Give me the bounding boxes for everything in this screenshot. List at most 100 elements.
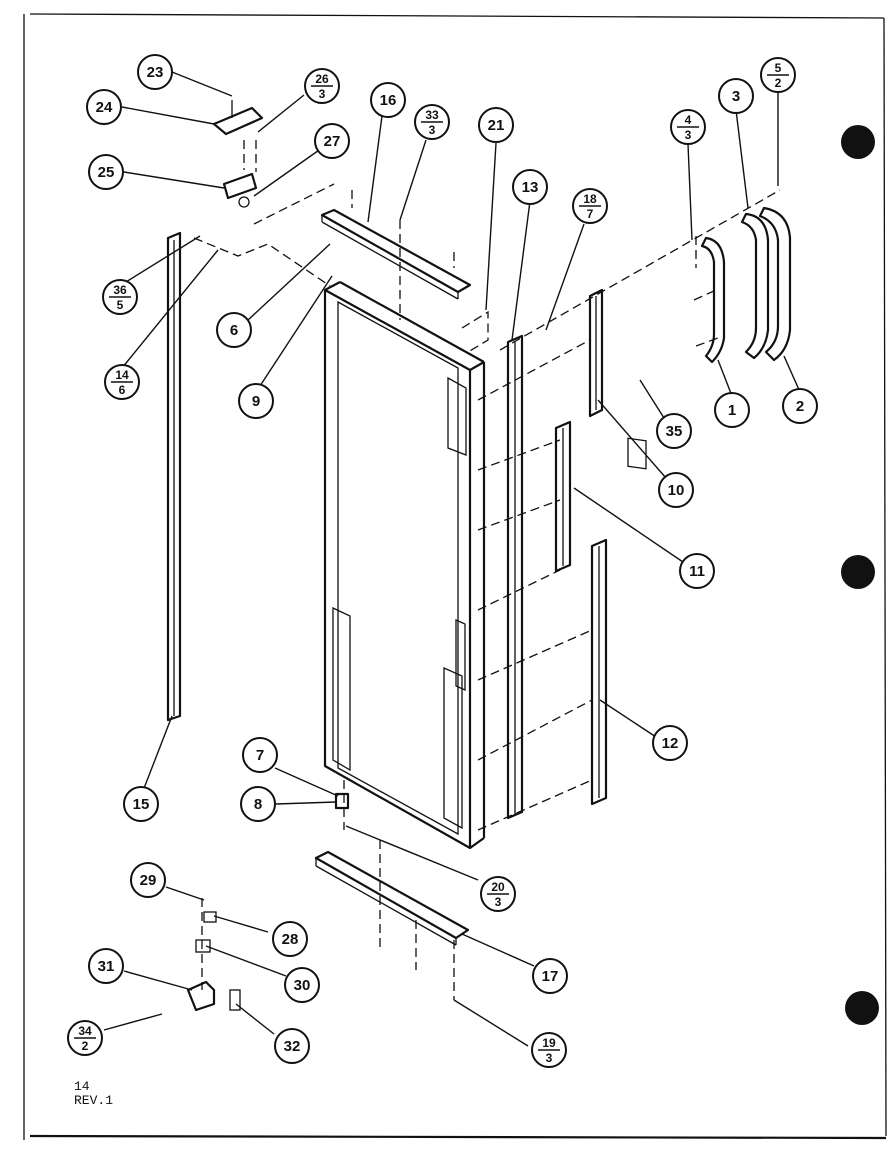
callout-20-3: 203 [480,876,516,912]
callout-part-number: 15 [133,796,150,813]
callout-circle [242,737,278,773]
callout-quantity: 3 [429,123,436,137]
callout-15: 15 [123,786,159,822]
explosion-lines [193,183,781,1000]
callout-30: 30 [284,967,320,1003]
trim-11 [554,420,572,573]
callout-quantity: 3 [546,1051,553,1065]
callout-circle [532,958,568,994]
callout-12: 12 [652,725,688,761]
callout-part-number: 30 [294,977,311,994]
page-number: 14 [74,1079,90,1094]
callout-quantity: 5 [117,298,124,312]
callout-9: 9 [238,383,274,419]
trim-10 [588,288,604,418]
callout-circle [370,82,406,118]
binder-holes [841,125,879,1025]
callout-circle [714,392,750,428]
handle-2 [758,206,792,362]
callout-part-number: 28 [282,931,299,948]
callout-1: 1 [714,392,750,428]
callout-part-number: 17 [542,968,559,985]
callout-10: 10 [658,472,694,508]
callout-circle [679,553,715,589]
callout-28: 28 [272,921,308,957]
bottom-hinge-assembly [186,898,241,1012]
hinge-shim [229,989,241,1011]
callout-18-7: 187 [572,188,608,224]
handle-3 [740,212,770,360]
callout-part-number: 24 [96,99,113,116]
binder-hole-bottom [845,991,879,1025]
trim-12 [590,538,608,806]
callout-quantity: 3 [319,87,326,101]
callout-circle [782,388,818,424]
callout-part-number: 3 [732,88,740,105]
callout-part-number: 21 [488,117,505,134]
callout-8: 8 [240,786,276,822]
callout-circle [86,89,122,125]
callout-32: 32 [274,1028,310,1064]
callout-7: 7 [242,737,278,773]
revision-label: REV.1 [74,1093,113,1108]
callout-circle [314,123,350,159]
callout-34-2: 342 [67,1020,103,1056]
callout-circle [478,107,514,143]
callout-part-number: 23 [147,64,164,81]
callout-13: 13 [512,169,548,205]
callout-2: 2 [782,388,818,424]
hinge-strip [506,334,524,820]
trim-pieces [554,288,608,806]
callout-16: 16 [370,82,406,118]
callout-circle [718,78,754,114]
callout-part-number: 9 [252,393,260,410]
callout-part-number: 29 [140,872,157,889]
callout-part-number: 7 [256,747,264,764]
hinge-cover [212,106,264,136]
footer: 14 REV.1 [74,1079,113,1108]
callout-part-number: 12 [662,735,679,752]
callout-part-number: 13 [522,179,539,196]
callout-quantity: 6 [119,383,126,397]
callout-part-number: 14 [115,368,129,382]
callout-part-number: 1 [728,402,736,419]
callout-part-number: 20 [491,880,505,894]
callout-circle [652,725,688,761]
callout-part-number: 18 [583,192,597,206]
page-border [23,13,887,1140]
callout-circle [284,967,320,1003]
handle-1 [700,236,726,364]
callout-circle [658,472,694,508]
callout-circle [88,948,124,984]
callout-23: 23 [137,54,173,90]
top-channel [320,208,472,300]
gasket-strip [166,231,182,722]
callout-quantity: 2 [775,76,782,90]
callout-29: 29 [130,862,166,898]
callout-part-number: 4 [685,113,692,127]
callout-26-3: 263 [304,68,340,104]
callout-31: 31 [88,948,124,984]
bottom-hinge [186,980,216,1012]
callout-part-number: 8 [254,796,262,813]
callout-circle [240,786,276,822]
callout-35: 35 [656,413,692,449]
callout-part-number: 11 [689,563,705,580]
callout-17: 17 [532,958,568,994]
callout-14-6: 146 [104,364,140,400]
callout-part-number: 2 [796,398,804,415]
callout-36-5: 365 [102,279,138,315]
callout-24: 24 [86,89,122,125]
callout-circle [88,154,124,190]
callout-part-number: 32 [284,1038,301,1055]
callout-11: 11 [679,553,715,589]
callout-part-number: 31 [98,958,115,975]
callout-part-number: 5 [775,61,782,75]
bottom-channel [314,850,470,946]
callout-part-number: 6 [230,322,238,339]
callout-part-number: 33 [425,108,439,122]
door-stop [334,780,350,830]
callout-25: 25 [88,154,124,190]
